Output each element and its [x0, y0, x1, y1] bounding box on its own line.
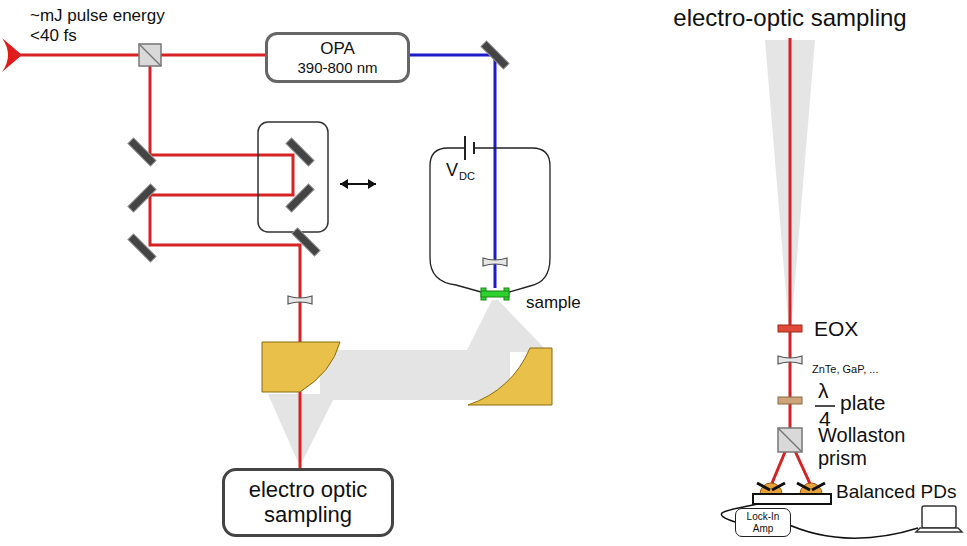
mirror — [128, 41, 509, 262]
signal-cable — [721, 504, 918, 538]
wollaston-prism — [778, 428, 802, 452]
bias-circuit — [430, 136, 550, 292]
node-text: electro optic sampling — [233, 477, 383, 528]
quarter-wave-plate — [815, 405, 835, 407]
wavelength-symbol: λ — [818, 379, 829, 403]
lock-in-box: Lock-In Amp — [735, 508, 791, 537]
sample — [481, 291, 509, 297]
mirror — [128, 234, 156, 262]
node-text: Lock-In Amp — [742, 511, 784, 534]
delay-stage — [258, 122, 328, 232]
bias-circuit — [430, 148, 481, 292]
delay-stage — [340, 179, 376, 189]
beam-splitter — [139, 44, 161, 66]
parabolic-mirror — [262, 342, 552, 405]
lens — [778, 356, 802, 364]
balanced-photodiodes — [753, 494, 831, 504]
computer-icon — [922, 506, 956, 528]
pulse-spec: ~mJ pulse energy <40 fs — [30, 6, 180, 45]
thz-beam — [268, 40, 815, 462]
lens — [483, 258, 507, 266]
eo-crystal — [778, 325, 802, 332]
sample — [481, 288, 509, 300]
bias-circuit — [473, 142, 475, 154]
computer-icon — [916, 528, 962, 532]
crystal-label: EOX — [814, 317, 858, 341]
opa-beam — [410, 55, 495, 288]
mirror — [286, 184, 314, 212]
plate-label: plate — [840, 391, 886, 415]
prism-label: Wollaston prism — [818, 424, 918, 470]
mirror — [128, 138, 156, 166]
wollaston-prism — [778, 428, 802, 452]
wollaston-prism — [778, 428, 802, 452]
mirror — [286, 138, 314, 166]
signal-cable — [783, 522, 918, 538]
beam-splitter — [139, 44, 161, 66]
balanced-photodiodes — [760, 483, 782, 494]
bias-circuit — [464, 136, 466, 160]
detector-label: Balanced PDs — [836, 481, 956, 503]
crystal-materials: ZnTe, GaP, ... — [812, 363, 878, 376]
delay-stage — [258, 122, 376, 232]
computer-icon — [916, 506, 962, 532]
node-text: 390-800 nm — [297, 59, 377, 76]
bias-circuit — [474, 148, 550, 292]
laser-beam — [14, 38, 812, 488]
parabolic-mirror — [468, 348, 552, 405]
mirror — [128, 184, 156, 212]
laser-beam — [789, 38, 792, 440]
voltage-subscript: DC — [459, 170, 475, 183]
lens — [288, 296, 312, 304]
mirror — [292, 228, 320, 256]
opa-beam — [410, 55, 495, 288]
voltage-symbol: V — [446, 160, 458, 181]
section-title: electro-optic sampling — [673, 4, 906, 32]
eo-crystal — [778, 325, 802, 332]
laser-beam — [150, 55, 300, 468]
quarter-wave-plate — [778, 397, 802, 404]
balanced-photodiodes — [757, 483, 825, 490]
beam-splitter — [139, 44, 161, 66]
balanced-photodiodes — [753, 483, 831, 504]
thz-beam — [268, 394, 336, 462]
node-text: OPA — [320, 39, 355, 59]
parabolic-mirror — [262, 342, 340, 392]
sample-label: sample — [526, 293, 581, 313]
eos-box: electro optic sampling — [222, 468, 394, 537]
opa-box: OPA390-800 nm — [265, 32, 410, 83]
mirror — [481, 41, 509, 69]
thz-beam — [320, 350, 510, 400]
balanced-photodiodes — [800, 483, 822, 494]
